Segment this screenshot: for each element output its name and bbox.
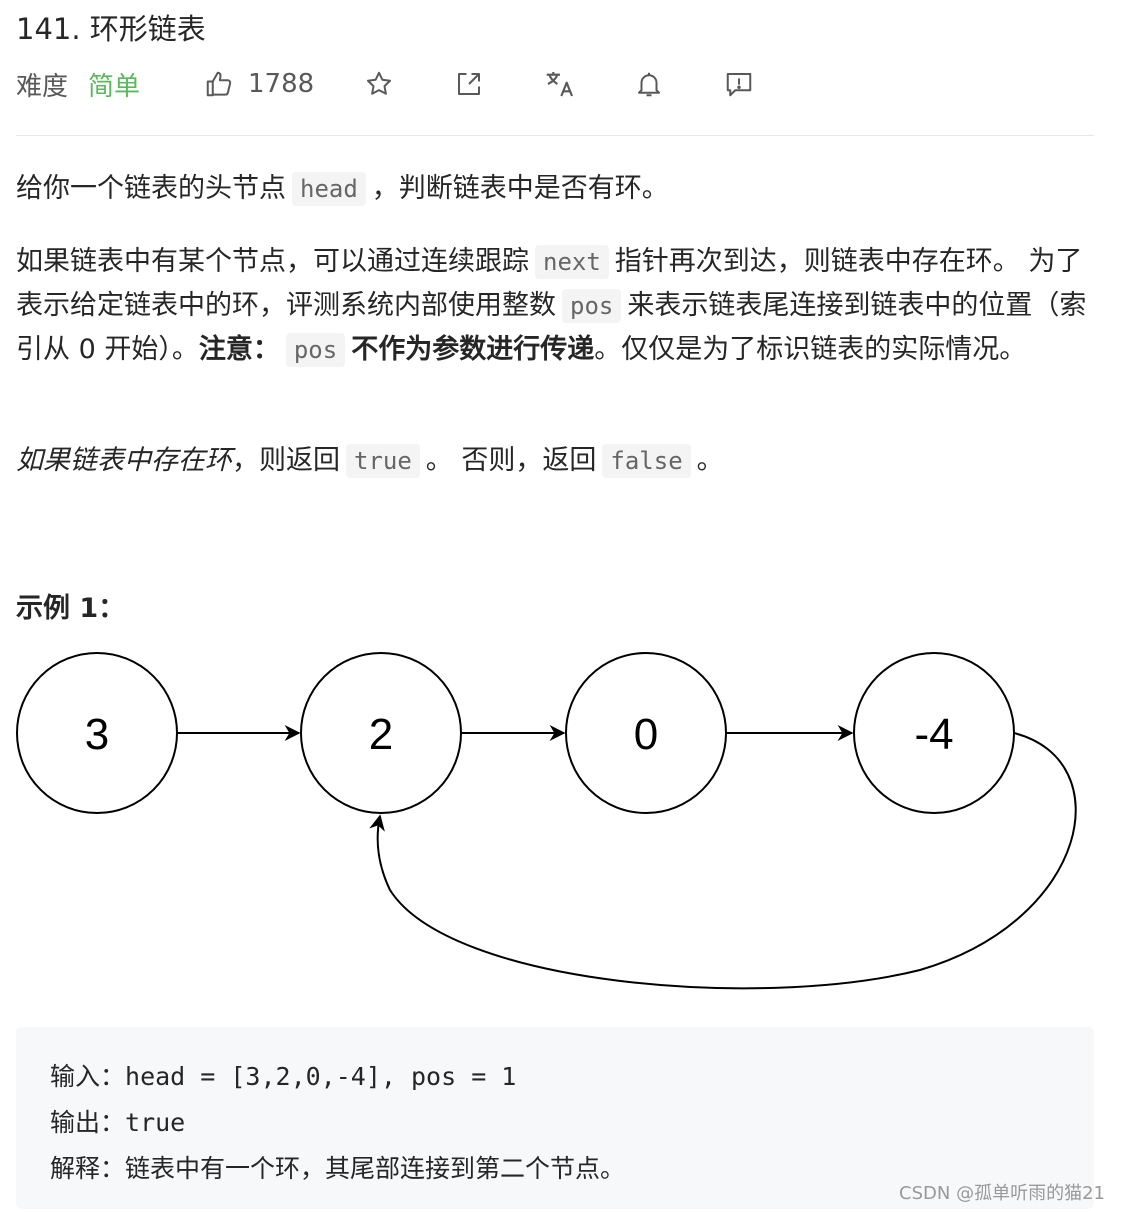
- node-2: 0: [565, 652, 727, 814]
- example-output: 输出：true: [50, 1103, 185, 1139]
- text: 如果链表中有某个节点，可以通过连续跟踪: [16, 246, 529, 277]
- feedback-button[interactable]: [724, 62, 754, 106]
- node-0-value: 3: [85, 710, 109, 759]
- translate-button[interactable]: [544, 62, 576, 106]
- explain-value: 链表中有一个环，其尾部连接到第二个节点。: [125, 1154, 626, 1183]
- code-pos: pos: [285, 333, 346, 367]
- like-count: 1788: [248, 69, 315, 99]
- text: 。 否则，返回: [425, 445, 597, 476]
- example-input: 输入：head = [3,2,0,-4], pos = 1: [50, 1057, 516, 1093]
- like-button[interactable]: 1788: [204, 62, 314, 106]
- star-icon: [364, 69, 394, 99]
- text: 。: [696, 445, 724, 476]
- input-label: 输入：: [50, 1062, 126, 1091]
- text: ，判断链表中是否有环。: [371, 173, 669, 204]
- italic-text: 如果链表中存在环: [16, 445, 232, 476]
- code-false: false: [602, 444, 691, 478]
- divider: [16, 135, 1094, 136]
- node-3-value: -4: [914, 710, 953, 759]
- text: 指针再次到达，则链表中存在环。 为了表示给定链表中的环，评测系统内部使用整数: [16, 246, 1083, 321]
- output-value: true: [125, 1108, 186, 1137]
- explain-label: 解释：: [50, 1154, 126, 1183]
- thumbs-up-icon: [204, 69, 234, 99]
- example-explanation: 解释：链表中有一个环，其尾部连接到第二个节点。: [50, 1149, 625, 1185]
- node-3: -4: [853, 652, 1015, 814]
- difficulty-label: 难度: [16, 71, 69, 102]
- share-icon: [454, 69, 484, 99]
- problem-title: 141. 环形链表: [16, 12, 206, 46]
- problem-toolbar: 难度 简单 1788: [16, 62, 776, 106]
- code-pos: pos: [562, 289, 622, 323]
- text: 来表示链表尾连接到链表中的位置（索引从 0 开始）。: [16, 290, 1087, 365]
- difficulty-value: 简单: [88, 71, 141, 102]
- feedback-icon: [724, 69, 754, 99]
- note-label: 注意：: [198, 334, 280, 365]
- node-0: 3: [16, 652, 178, 814]
- output-label: 输出：: [50, 1108, 126, 1137]
- translate-icon: [544, 68, 576, 100]
- input-value: head = [3,2,0,-4], pos = 1: [125, 1062, 517, 1091]
- node-1: 2: [300, 652, 462, 814]
- note-text: 不作为参数进行传递: [351, 334, 595, 365]
- node-1-value: 2: [369, 710, 393, 759]
- text: 给你一个链表的头节点: [16, 173, 286, 204]
- watermark: CSDN @孤单听雨的猫21: [899, 1183, 1105, 1204]
- bell-icon: [634, 69, 664, 99]
- code-head: head: [292, 172, 366, 206]
- example-code-block: 输入：head = [3,2,0,-4], pos = 1 输出：true 解释…: [16, 1027, 1094, 1209]
- linked-list-diagram: 3 2 0 -4: [16, 652, 1077, 990]
- node-2-value: 0: [634, 710, 658, 759]
- text: 。仅仅是为了标识链表的实际情况。: [594, 334, 1027, 365]
- favorite-button[interactable]: [364, 62, 394, 106]
- code-true: true: [346, 444, 420, 478]
- cycle-arrow: [369, 732, 1077, 990]
- example-title: 示例 1：: [16, 593, 126, 624]
- text: ，则返回: [232, 445, 340, 476]
- code-next: next: [535, 245, 609, 279]
- subscribe-button[interactable]: [634, 62, 664, 106]
- share-button[interactable]: [454, 62, 484, 106]
- difficulty: 难度 简单: [16, 62, 140, 106]
